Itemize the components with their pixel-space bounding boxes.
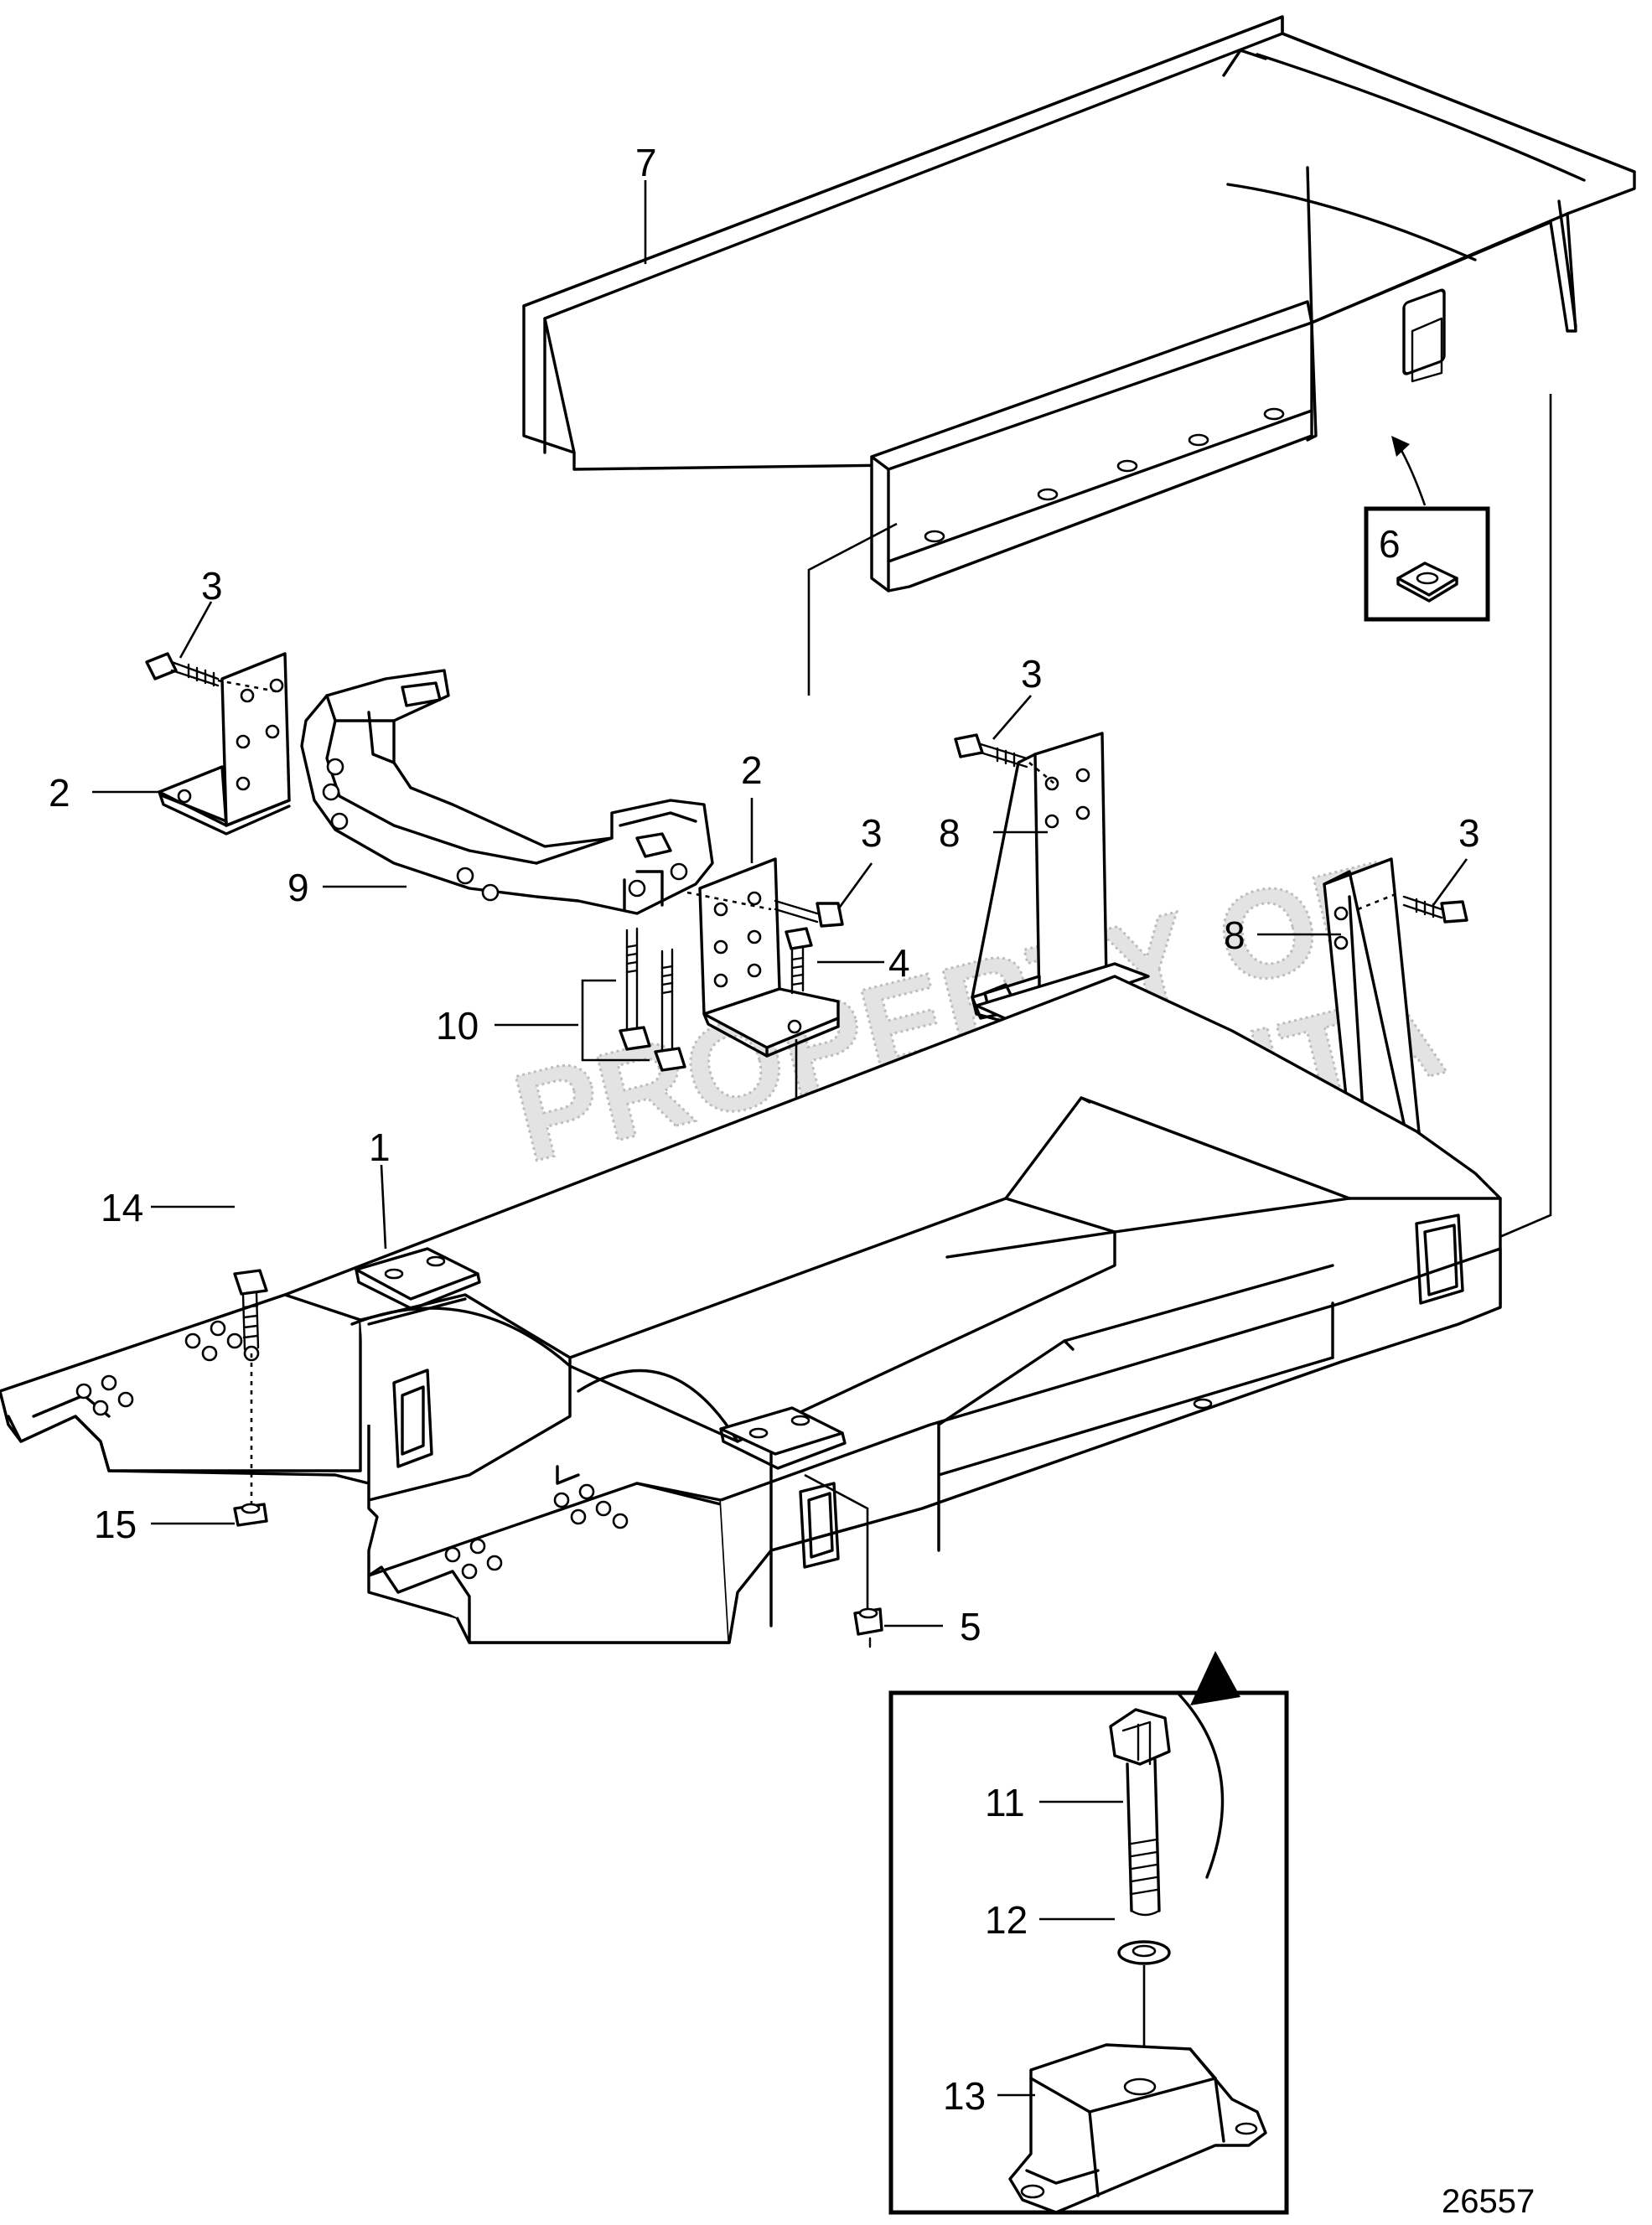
label-8-b: 8 (1224, 913, 1245, 957)
label-14: 14 (101, 1186, 143, 1229)
label-5: 5 (960, 1605, 981, 1648)
bolt-tall-bracket-right (1357, 891, 1468, 924)
engine-cross-bracket (300, 669, 714, 915)
drawing-number: 26557 (1442, 2183, 1535, 2220)
rail-bracket-line (807, 522, 898, 696)
label-9: 9 (287, 866, 309, 909)
studs-part10 (619, 927, 686, 1072)
label-11: 11 (985, 1781, 1025, 1824)
part6-inset (1364, 436, 1490, 622)
label-8-a: 8 (939, 811, 961, 855)
label-15: 15 (94, 1503, 137, 1546)
label-4: 4 (888, 941, 910, 985)
label-12: 12 (985, 1898, 1028, 1942)
part6-outline-line (1491, 394, 1552, 1242)
bolt-upper-left (145, 652, 277, 693)
main-frame (0, 962, 1502, 1644)
label-13: 13 (943, 2074, 986, 2118)
rubber-mount-part13 (1008, 2043, 1267, 2214)
label-1: 1 (369, 1125, 391, 1169)
label-6: 6 (1379, 522, 1401, 566)
label-3-c: 3 (1021, 652, 1043, 696)
right-angle-bracket (698, 857, 840, 1058)
left-angle-bracket (158, 652, 291, 836)
label-3-b: 3 (861, 811, 883, 855)
nut-part15 (233, 1503, 268, 1527)
bolt-tall-bracket-left (954, 733, 1055, 784)
arrow-to-mount-inset (1176, 1651, 1240, 1879)
bolt-right-bracket (686, 891, 844, 928)
label-2-a: 2 (49, 771, 70, 815)
inner-channel-rail (870, 300, 1313, 592)
washer-part12 (1117, 1940, 1171, 2087)
bolt-part11 (1109, 1708, 1171, 1917)
tall-bracket-left (971, 732, 1108, 1032)
part-callouts: 7 6 3 2 9 2 3 4 10 3 8 3 8 (49, 141, 1480, 2118)
label-7: 7 (635, 141, 657, 184)
label-3-a: 3 (201, 564, 223, 608)
bolt-part14 (233, 1269, 268, 1504)
label-3-d: 3 (1458, 811, 1480, 855)
label-10: 10 (436, 1004, 479, 1048)
label-2-b: 2 (741, 748, 763, 792)
mount-inset-box (888, 1690, 1289, 2215)
nut-part5 (804, 1473, 883, 1648)
